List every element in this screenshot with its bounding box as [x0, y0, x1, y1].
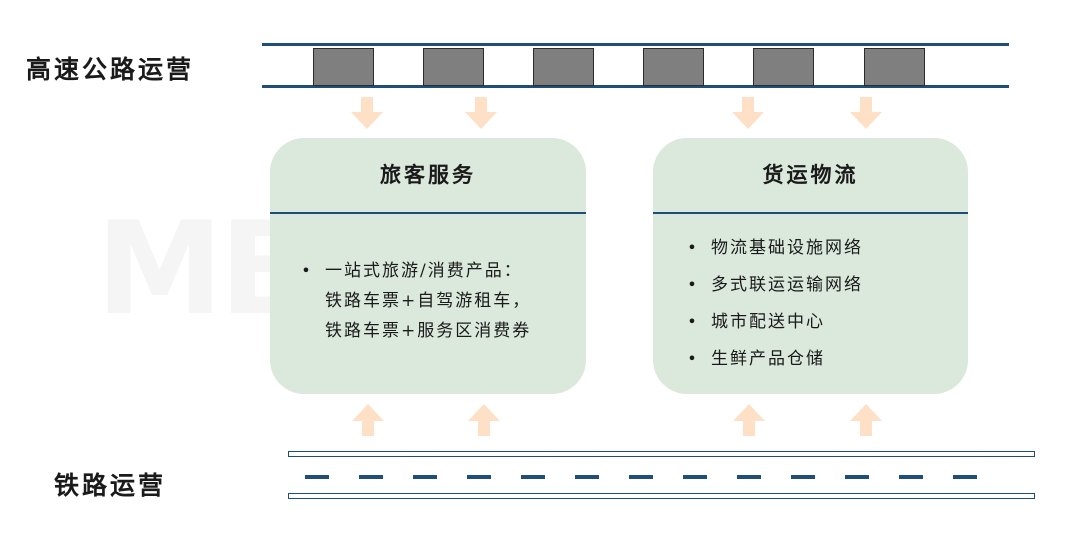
down-arrow-icon [351, 97, 383, 129]
bullet-icon: • [687, 238, 699, 257]
bullet-icon: • [687, 349, 699, 368]
railway-bottom-rail [288, 493, 1035, 499]
up-arrow-icon [352, 404, 384, 436]
passenger-service-title: 旅客服务 [380, 162, 476, 187]
freight-divider [653, 212, 968, 214]
highway-label: 高速公路运营 [26, 55, 195, 84]
railway-dash [575, 475, 599, 479]
highway-bottom-line [262, 85, 1009, 88]
list-item: • 多式联运运输网络 [683, 273, 863, 297]
down-arrow-icon [850, 97, 882, 129]
railway-top-rail [288, 451, 1035, 457]
list-item-text: 多式联运运输网络 [711, 275, 863, 295]
list-item-text: 一站式旅游/消费产品：铁路车票+自驾游租车，铁路车票+服务区消费券 [325, 261, 532, 341]
railway-dash [629, 475, 653, 479]
railway-dash [845, 475, 869, 479]
freight-logistics-box: 货运物流 • 物流基础设施网络 • 多式联运运输网络 • 城市配送中心 • 生鲜… [653, 138, 968, 394]
highway-block [533, 48, 594, 86]
bullet-icon: • [687, 312, 699, 331]
railway-dash [413, 475, 437, 479]
list-item-text: 城市配送中心 [711, 312, 825, 332]
railway-dash [467, 475, 491, 479]
down-arrow-icon [732, 97, 764, 129]
down-arrow-icon [465, 97, 497, 129]
railway-dash [521, 475, 545, 479]
list-item-text: 生鲜产品仓储 [711, 349, 825, 369]
railway-dash [899, 475, 923, 479]
freight-logistics-title: 货运物流 [762, 162, 859, 187]
railway-dash [737, 475, 761, 479]
railway-dash [953, 475, 977, 479]
highway-block [864, 48, 925, 86]
passenger-service-box: 旅客服务 • 一站式旅游/消费产品：铁路车票+自驾游租车，铁路车票+服务区消费券 [270, 138, 586, 394]
railway-dash [359, 475, 383, 479]
list-item: • 城市配送中心 [683, 310, 863, 334]
highway-block [423, 48, 484, 86]
railway-label: 铁路运营 [54, 471, 167, 500]
up-arrow-icon [733, 404, 765, 436]
bullet-icon: • [687, 275, 699, 294]
railway-dash [683, 475, 707, 479]
railway-dash [305, 475, 329, 479]
freight-item-list: • 物流基础设施网络 • 多式联运运输网络 • 城市配送中心 • 生鲜产品仓储 [683, 236, 863, 384]
list-item: • 一站式旅游/消费产品：铁路车票+自驾游租车，铁路车票+服务区消费券 [297, 256, 535, 346]
bullet-icon: • [301, 261, 313, 280]
up-arrow-icon [468, 404, 500, 436]
list-item: • 生鲜产品仓储 [683, 347, 863, 371]
up-arrow-icon [850, 404, 882, 436]
passenger-item-list: • 一站式旅游/消费产品：铁路车票+自驾游租车，铁路车票+服务区消费券 [297, 256, 535, 359]
passenger-divider [270, 212, 586, 214]
railway-dash [791, 475, 815, 479]
highway-block [313, 48, 374, 86]
highway-block [643, 48, 704, 86]
highway-block [753, 48, 814, 86]
highway-top-line [262, 43, 1009, 46]
list-item-text: 物流基础设施网络 [711, 238, 863, 258]
list-item: • 物流基础设施网络 [683, 236, 863, 260]
